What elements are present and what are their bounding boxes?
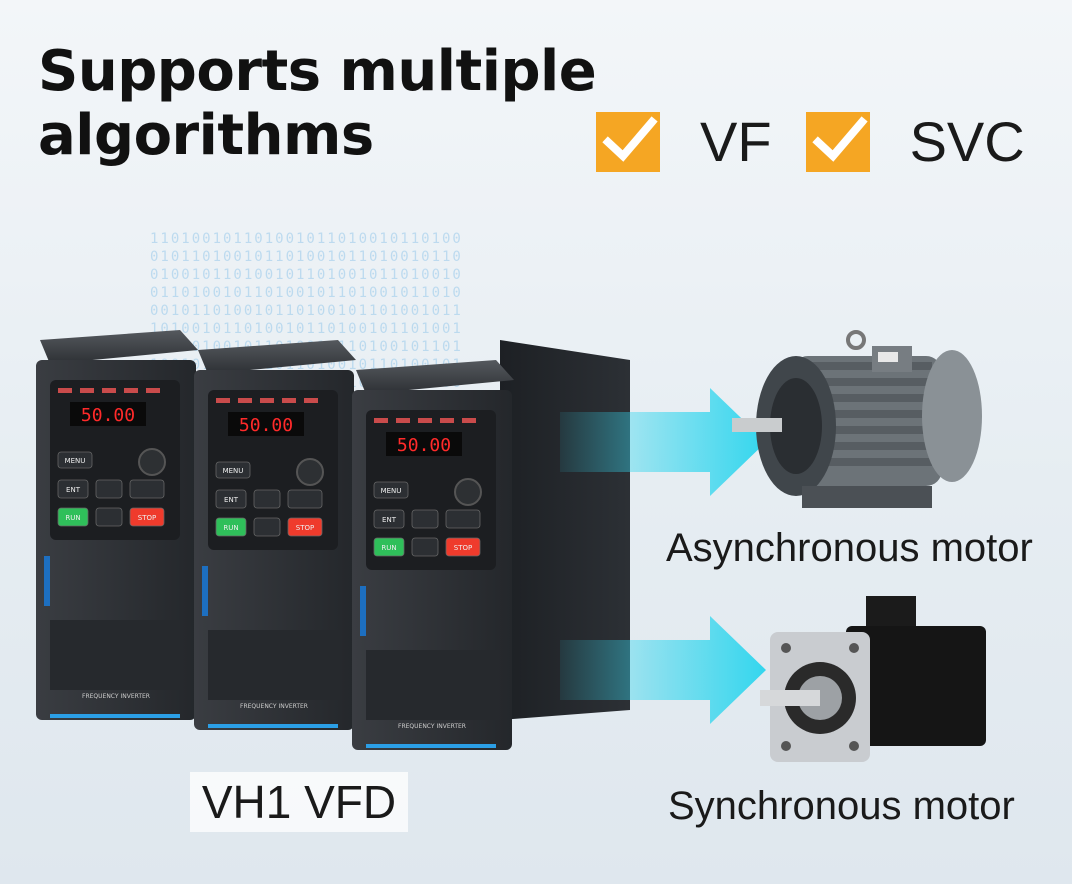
keypad-key-label: ENT	[224, 496, 239, 504]
keypad-key-label: MENU	[381, 487, 402, 495]
keypad-key-label: ENT	[66, 486, 81, 494]
keypad-key	[215, 461, 251, 479]
algorithm-list: VF SVC	[596, 112, 1059, 172]
synchronous-motor-label: Synchronous motor	[668, 784, 1015, 828]
keypad-key	[215, 517, 247, 537]
product-label: VH1 VFD	[190, 772, 408, 832]
keypad-key	[57, 479, 89, 499]
headline-line-2: algorithms	[38, 103, 374, 168]
keypad-key	[129, 507, 165, 527]
frequency-display: 50.00	[239, 415, 293, 436]
keypad-key-label: MENU	[223, 467, 244, 475]
vfd-footer-label: FREQUENCY INVERTER	[240, 703, 308, 710]
keypad-key-label: MENU	[65, 457, 86, 465]
headline: Supports multiple algorithms	[38, 39, 597, 168]
checkbox-checked-icon	[596, 112, 660, 172]
keypad-key	[373, 537, 405, 557]
keypad-key-label: RUN	[65, 514, 80, 522]
algorithm-label: VF	[700, 110, 772, 173]
keypad-key	[373, 481, 409, 499]
keypad-key	[445, 537, 481, 557]
arrow-to-async-motor-icon	[560, 388, 766, 496]
keypad-key-label: RUN	[223, 524, 238, 532]
algorithm-label: SVC	[909, 110, 1025, 173]
keypad-key-label: ENT	[382, 516, 397, 524]
keypad-key	[57, 507, 89, 527]
keypad-key-label: STOP	[454, 544, 472, 552]
frequency-display: 50.00	[397, 435, 451, 456]
algorithm-svc: SVC	[805, 110, 1025, 173]
keypad-key	[287, 517, 323, 537]
arrow-to-sync-motor-icon	[560, 616, 766, 724]
headline-line-1: Supports multiple	[38, 39, 597, 104]
synchronous-motor-illustration	[760, 596, 986, 762]
checkbox-checked-icon	[805, 112, 870, 172]
keypad-key	[373, 509, 405, 529]
algorithm-vf: VF	[596, 112, 772, 172]
keypad-key-label: STOP	[296, 524, 314, 532]
frequency-display: 50.00	[81, 405, 135, 426]
asynchronous-motor-illustration	[732, 330, 982, 508]
asynchronous-motor-label: Asynchronous motor	[666, 526, 1033, 570]
vfd-footer-label: FREQUENCY INVERTER	[82, 693, 150, 700]
vfd-footer-label: FREQUENCY INVERTER	[398, 723, 466, 730]
keypad-key-label: STOP	[138, 514, 156, 522]
keypad-key-label: RUN	[381, 544, 396, 552]
keypad-key	[57, 451, 93, 469]
keypad-key	[215, 489, 247, 509]
